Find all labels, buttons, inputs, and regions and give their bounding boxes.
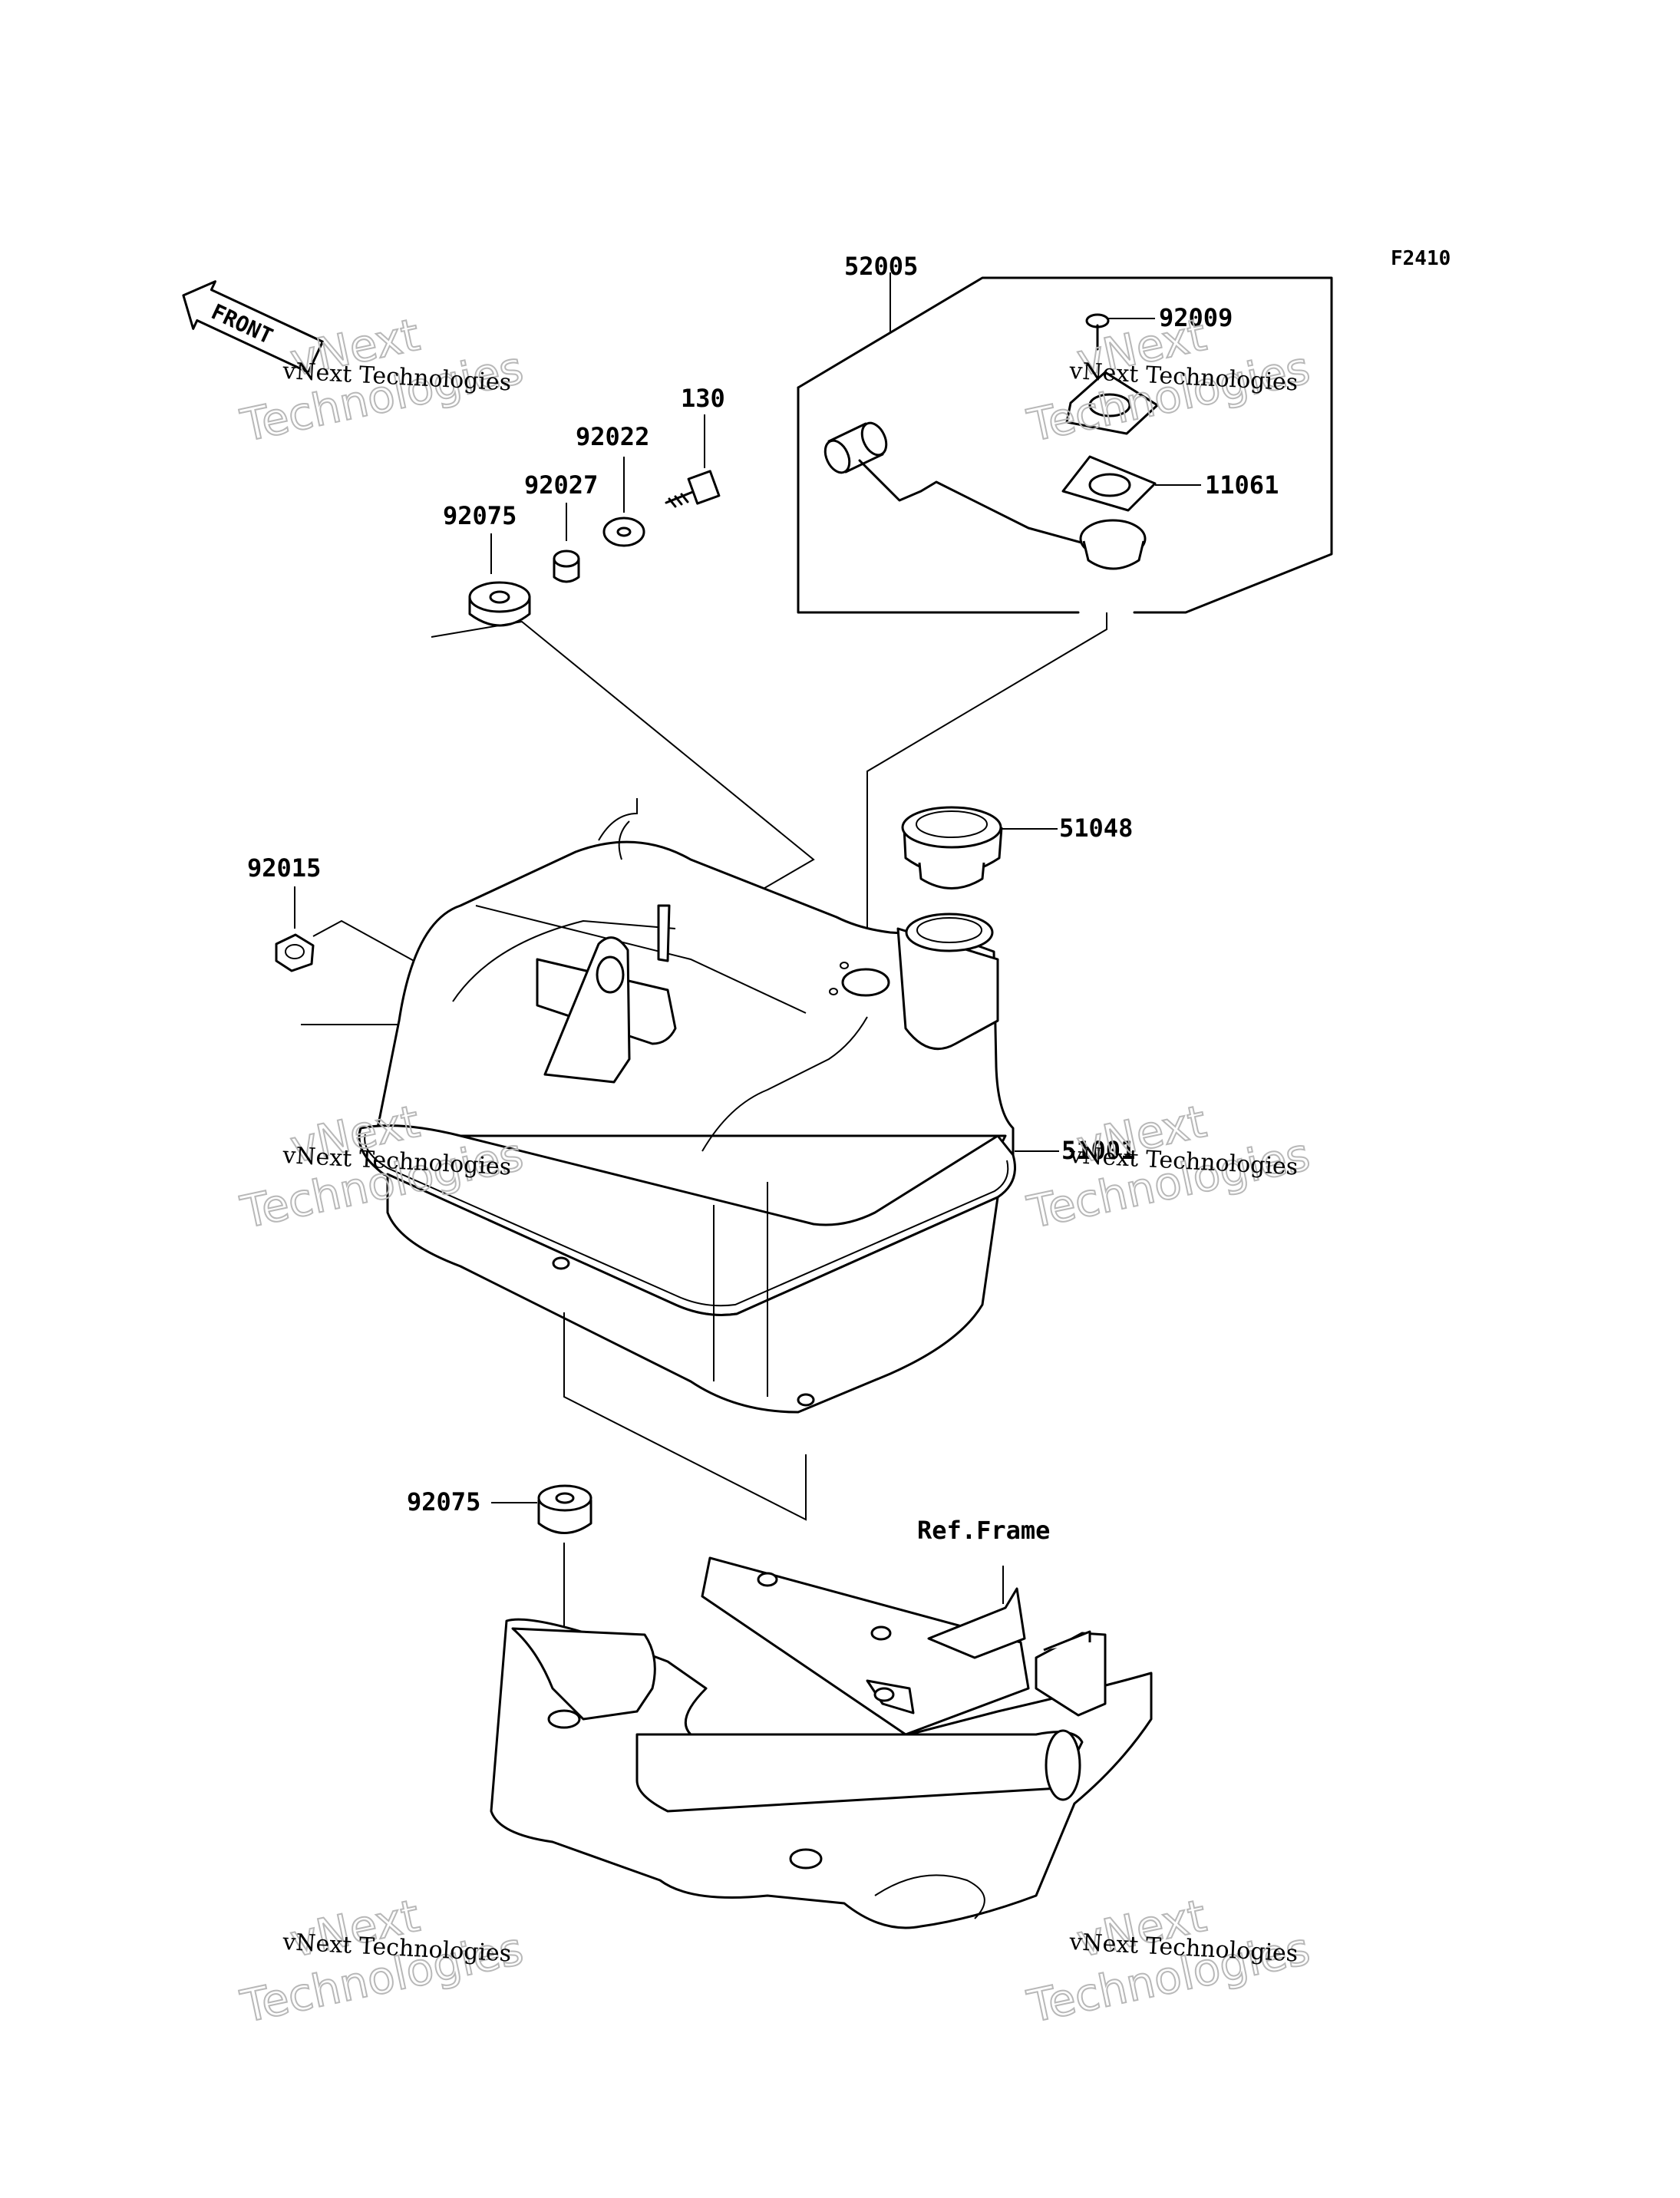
figure-id: F2410 [1391, 247, 1451, 270]
fuel-sender-unit [823, 421, 1147, 570]
ref-frame-label: Ref.Frame [917, 1516, 1050, 1545]
frame-reference [490, 1556, 1153, 1929]
watermark-1: vNext Technologies vNext Technologies [236, 308, 529, 453]
tank-bottom-leader [563, 1312, 807, 1521]
label-92022: 92022 [576, 422, 649, 451]
label-92027: 92027 [524, 470, 598, 500]
screw-92009 [1085, 313, 1155, 351]
label-51048: 51048 [1059, 814, 1133, 843]
label-92009: 92009 [1159, 303, 1233, 332]
damper-92075-upper [468, 533, 531, 627]
filler-cap-51048 [901, 806, 1058, 889]
washer-92022 [602, 457, 645, 547]
sender-unit-assembly-box [797, 272, 1333, 614]
watermark-5: vNext Technologies vNext Technologies [236, 1889, 529, 2034]
gasket-11061 [1061, 455, 1201, 512]
watermark-4: vNext Technologies vNext Technologies [1022, 1094, 1315, 1239]
bolt-130 [665, 414, 721, 508]
sender-leader [866, 612, 1107, 952]
label-51001: 51001 [1061, 1136, 1135, 1165]
label-11061: 11061 [1205, 470, 1279, 500]
collar-92027 [553, 503, 580, 583]
label-52005: 52005 [844, 252, 918, 281]
damper-92075-lower [491, 1484, 592, 1534]
label-92075-upper: 92075 [443, 501, 517, 530]
label-130: 130 [681, 384, 725, 413]
fuel-tank-51001 [358, 798, 1059, 1414]
sender-plate-hole [1088, 393, 1131, 417]
label-92075-lower: 92075 [407, 1487, 480, 1516]
label-92015: 92015 [247, 853, 321, 883]
watermark-6: vNext Technologies vNext Technologies [1022, 1889, 1315, 2034]
